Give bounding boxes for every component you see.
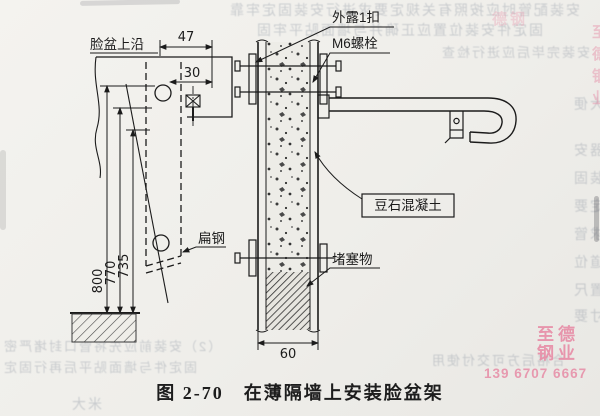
- label-plug-material: 堵塞物: [332, 251, 373, 267]
- exposed-thread-leader: [254, 26, 394, 63]
- m6-bolt-leader: [312, 52, 390, 83]
- pea-gravel-leader: [314, 151, 363, 200]
- label-exposed-thread: 外露1扣: [332, 10, 380, 25]
- bracket-diagonal-line: [125, 83, 169, 304]
- basin-rim-outline: [96, 56, 233, 118]
- lower-bolt-hole: [152, 234, 170, 252]
- arm-mount-nut: [317, 94, 330, 119]
- basin-clamp: [444, 111, 464, 144]
- arm-inner-line: [329, 110, 503, 134]
- left-elevation-view: [94, 56, 233, 304]
- dim-text-30: 30: [184, 66, 201, 81]
- pea-gravel-callout-box: [361, 193, 455, 218]
- bolt-nut: [234, 86, 241, 98]
- watermark-company: 至德 钢业: [537, 325, 579, 363]
- wall-break-marks: [255, 39, 321, 333]
- plug-material-hatch: [266, 272, 310, 330]
- bolt-nut: [335, 60, 342, 72]
- left-flat-steel-plate: [248, 53, 257, 105]
- bolt-nut: [234, 252, 241, 264]
- flat-steel-bottom-edge2: [145, 262, 182, 274]
- plug-leader: [306, 267, 380, 287]
- watermark-company-line1: 至德: [537, 325, 579, 344]
- label-basin-top-edge: 脸盆上沿: [90, 37, 144, 52]
- flat-steel-bottom-edge: [145, 255, 182, 267]
- break-line: [94, 56, 102, 179]
- diagram-labels: 脸盆上沿 47 30 800 770 735 扁钢 外露1扣 M6螺栓 豆石混凝…: [90, 10, 442, 362]
- right-flat-steel-plate: [319, 53, 328, 105]
- label-flat-steel: 扁钢: [198, 231, 225, 246]
- dim-text-735: 735: [117, 254, 132, 279]
- watermark-company-line2: 钢业: [537, 344, 579, 364]
- floor-ground: [70, 312, 140, 343]
- expansion-bolt-symbol: [185, 94, 201, 121]
- fastening-bolts: [234, 53, 342, 277]
- arm-outer-line: [329, 97, 517, 144]
- wall-section-view: [255, 39, 321, 333]
- watermark-fragment-right: 至德钢业: [590, 24, 600, 112]
- left-view-dimensions: [90, 40, 226, 315]
- right-view-callouts: [254, 26, 455, 350]
- dim-text-770: 770: [104, 261, 119, 286]
- watermark-phone: 139 6707 6667: [484, 366, 588, 381]
- dim-text-60: 60: [280, 347, 297, 362]
- bolt-nut: [335, 86, 342, 98]
- floor-hatch-block: [71, 313, 137, 343]
- label-pea-gravel-concrete: 豆石混凝土: [374, 198, 442, 213]
- bolt-nut: [234, 60, 241, 72]
- flat-steel-leader: [181, 246, 226, 253]
- bracket-arm: [317, 94, 517, 144]
- dim-text-800: 800: [91, 269, 106, 294]
- upper-bolt-hole: [154, 84, 172, 102]
- label-m6-bolt: M6螺栓: [332, 36, 378, 51]
- figure-caption: 图 2-70 在薄隔墙上安装脸盆架: [156, 383, 444, 403]
- dim-text-47: 47: [178, 30, 195, 45]
- watermark-fragment-top: 德钢: [492, 11, 529, 28]
